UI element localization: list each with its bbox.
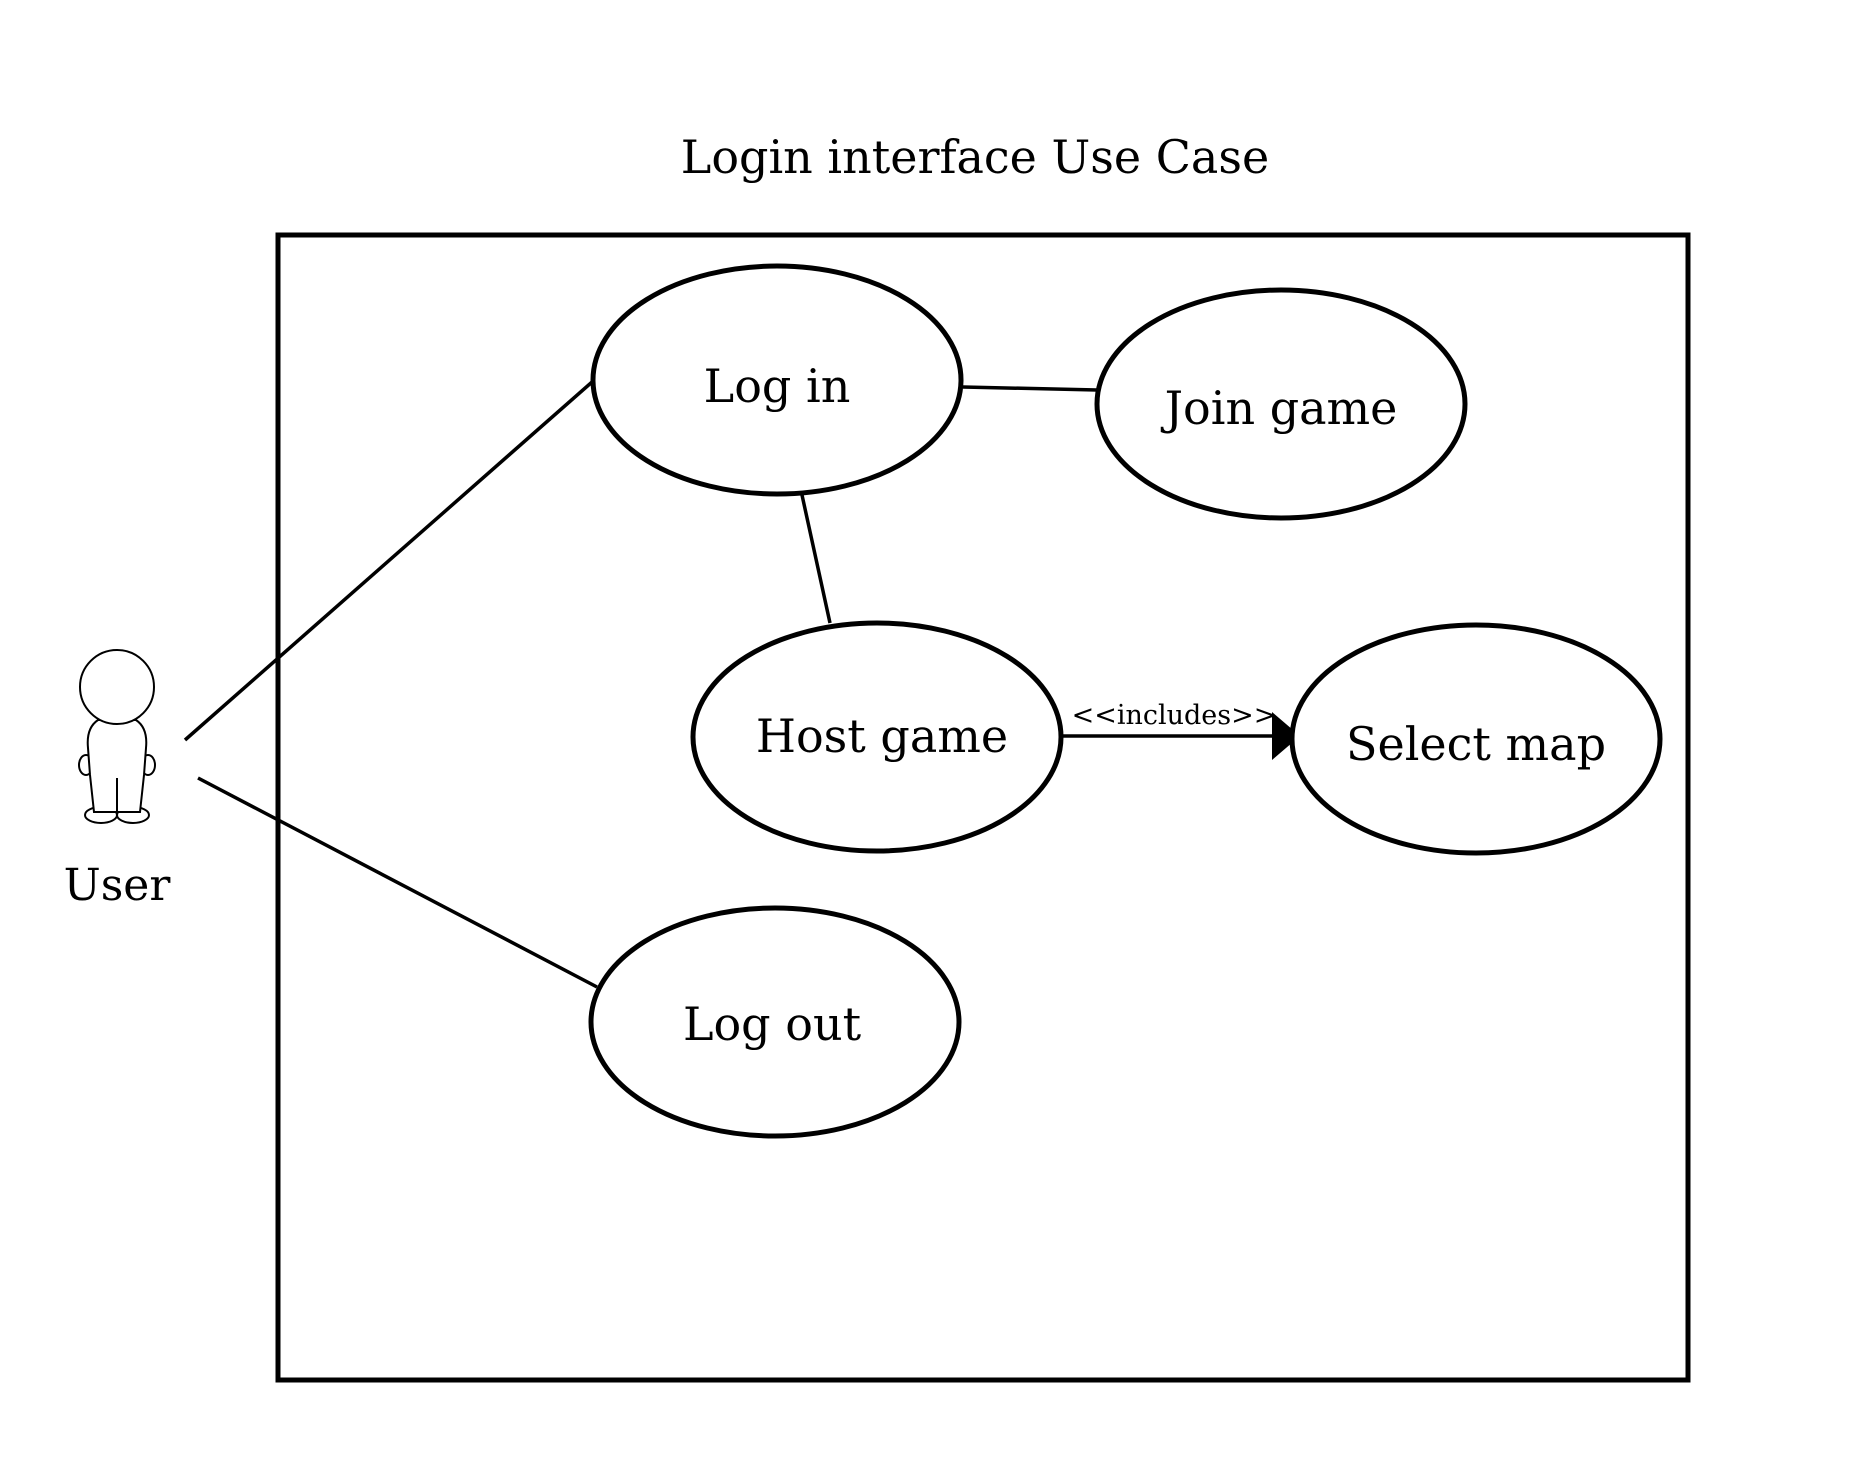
association-log-in-host-game [800, 494, 832, 624]
use-case-log-out-ellipse [588, 905, 962, 1139]
includes-label: <<includes>> [1072, 700, 1277, 731]
use-case-select-map-ellipse [1289, 622, 1663, 856]
association-user-log-in [183, 380, 594, 742]
use-case-log-in-label: Log in [704, 359, 851, 413]
use-case-host-game-ellipse [690, 620, 1064, 854]
use-case-join-game[interactable]: Join game [1094, 287, 1468, 521]
association-log-in-join-game [962, 385, 1098, 392]
use-case-host-game-label: Host game [756, 709, 1008, 763]
diagram-title: Login interface Use Case [681, 130, 1269, 184]
use-case-join-game-label: Join game [1161, 381, 1398, 435]
use-case-log-in-ellipse [590, 263, 964, 497]
system-boundary [275, 232, 1691, 1383]
use-case-select-map[interactable]: Select map [1289, 622, 1663, 856]
includes-arrowhead [1272, 712, 1300, 760]
use-case-log-in[interactable]: Log in [590, 263, 964, 497]
use-case-host-game[interactable]: Host game [690, 620, 1064, 854]
association-user-log-out [197, 776, 598, 989]
actor-user[interactable]: User [64, 649, 172, 911]
use-case-log-out-label: Log out [683, 997, 862, 1051]
stick-figure-icon [78, 649, 156, 824]
use-case-select-map-label: Select map [1346, 717, 1606, 771]
use-case-join-game-ellipse [1094, 287, 1468, 521]
use-case-log-out[interactable]: Log out [588, 905, 962, 1139]
actor-user-label: User [64, 860, 172, 911]
